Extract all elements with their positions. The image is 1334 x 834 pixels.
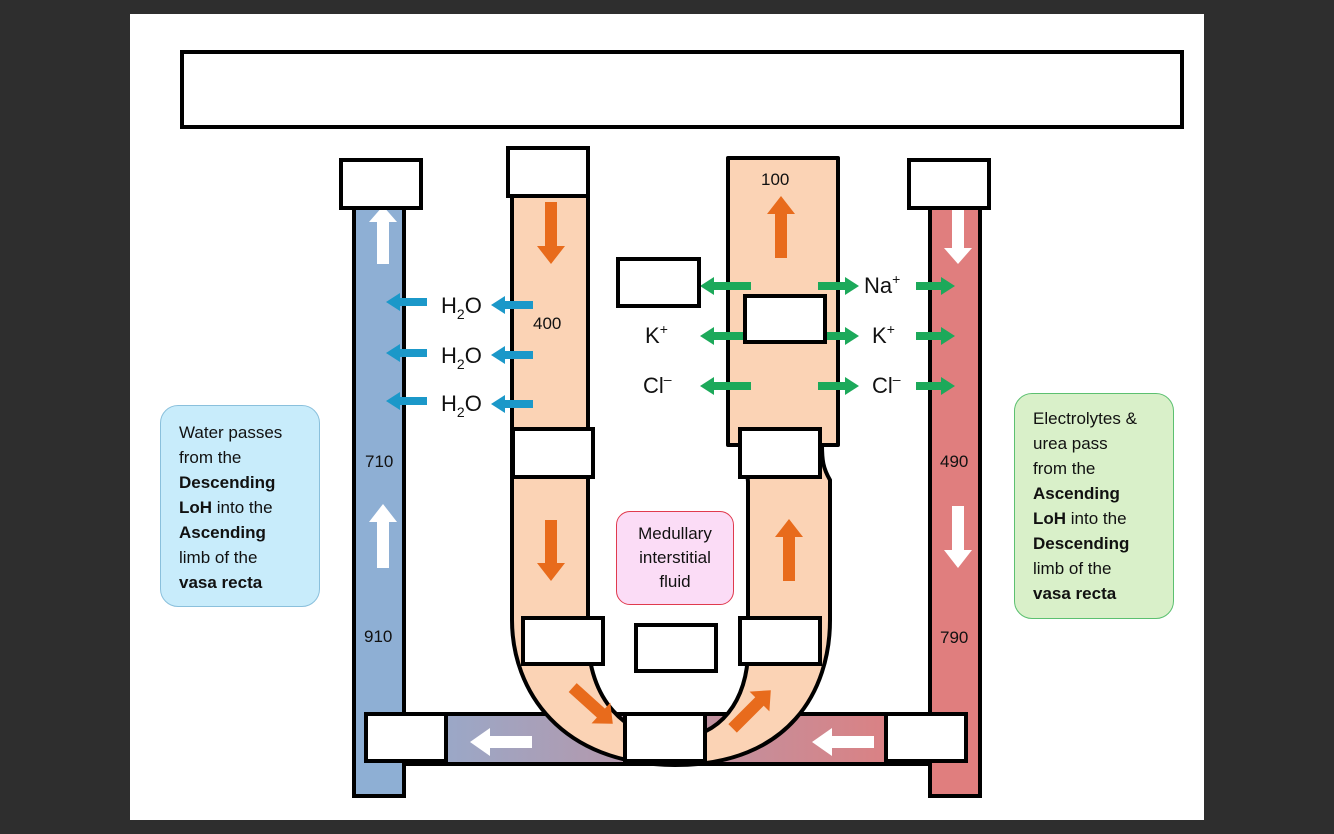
ion-arrow-cl-right xyxy=(818,377,859,395)
blank-box-interstitial-na[interactable] xyxy=(616,257,701,308)
osmolarity-values: 400 100 710 910 490 790 xyxy=(364,170,968,647)
na-label-right: Na+ xyxy=(864,271,900,298)
blank-box-descending-vasa-top[interactable] xyxy=(907,158,991,210)
ion-arrow-na-vasa xyxy=(916,277,955,295)
water-arrow-vasa-2 xyxy=(386,344,427,362)
blank-box-descending-loh-low[interactable] xyxy=(521,616,605,666)
medullary-interstitial-fluid-label: Medullary interstitial fluid xyxy=(616,511,734,605)
cl-label-left: Cl– xyxy=(643,371,672,398)
water-arrow-loh-1 xyxy=(491,296,533,314)
water-arrow-loh-3 xyxy=(491,395,533,413)
cl-label-right: Cl– xyxy=(872,371,901,398)
value-descending-loh-top: 400 xyxy=(533,314,561,333)
value-descending-vasa-lower: 790 xyxy=(940,628,968,647)
blank-box-vasa-bottom-left[interactable] xyxy=(364,712,448,763)
h2o-label-2: H2O xyxy=(441,343,482,372)
loh-descending-flow-arrow-2 xyxy=(537,520,565,581)
blank-box-interstitial-low[interactable] xyxy=(634,623,718,673)
blank-box-ascending-loh-low[interactable] xyxy=(738,616,822,666)
value-ascending-vasa-upper: 710 xyxy=(365,452,393,471)
blank-box-ascending-vasa-top[interactable] xyxy=(339,158,423,210)
h2o-label-1: H2O xyxy=(441,293,482,322)
h2o-label-3: H2O xyxy=(441,391,482,420)
blank-box-vasa-bottom-right[interactable] xyxy=(884,712,968,763)
k-label-right: K+ xyxy=(872,321,895,348)
ion-arrow-k-left xyxy=(700,327,745,345)
loh-flow-arrows xyxy=(537,196,803,733)
ion-arrow-k-vasa xyxy=(916,327,955,345)
ascending-vasa-flow-arrow-2 xyxy=(369,504,397,568)
water-arrow-vasa-1 xyxy=(386,293,427,311)
ion-arrow-cl-vasa xyxy=(916,377,955,395)
blank-box-descending-loh-top[interactable] xyxy=(506,146,590,198)
blank-box-ascending-loh-mid[interactable] xyxy=(738,427,822,479)
k-label-left: K+ xyxy=(645,321,668,348)
vasa-flow-arrows xyxy=(369,206,972,756)
title-blank-box[interactable] xyxy=(180,50,1184,129)
value-ascending-vasa-lower: 910 xyxy=(364,627,392,646)
loh-ascending-flow-arrow-2 xyxy=(775,519,803,581)
water-arrow-vasa-3 xyxy=(386,392,427,410)
loh-descending-flow-arrow-1 xyxy=(537,202,565,264)
water-arrow-loh-2 xyxy=(491,346,533,364)
ascending-vasa-flow-arrow-1 xyxy=(369,206,397,264)
ion-arrow-na-right xyxy=(818,277,859,295)
water-arrows xyxy=(386,293,533,413)
loh-bend-flow-arrow-left xyxy=(568,683,613,724)
ion-arrow-k-right xyxy=(826,327,859,345)
blank-answer-boxes xyxy=(339,146,991,763)
ion-arrows xyxy=(700,277,955,395)
ion-labels: K+ Cl– Na+ K+ Cl– xyxy=(643,271,901,398)
water-movement-note: Water passes from the Descending LoH int… xyxy=(160,405,320,607)
ion-arrow-na-left xyxy=(700,277,751,295)
water-labels: H2O H2O H2O xyxy=(441,293,482,420)
bottom-connector-flow-arrow-right xyxy=(812,728,874,756)
ion-arrow-cl-left xyxy=(700,377,751,395)
ascending-vasa-recta xyxy=(352,198,406,798)
value-ascending-loh-top: 100 xyxy=(761,170,789,189)
value-descending-vasa-upper: 490 xyxy=(940,452,968,471)
electrolyte-movement-note: Electrolytes & urea pass from the Ascend… xyxy=(1014,393,1174,619)
loh-bend-flow-arrow-right xyxy=(728,690,771,733)
bottom-connector-flow-arrow-left xyxy=(470,728,532,756)
loh-ascending-flow-arrow-1 xyxy=(767,196,795,258)
descending-vasa-flow-arrow-1 xyxy=(944,210,972,264)
descending-vasa-flow-arrow-2 xyxy=(944,506,972,568)
blank-box-ascending-loh-k[interactable] xyxy=(743,294,827,344)
blank-box-loh-bottom[interactable] xyxy=(623,712,707,763)
blank-box-descending-loh-mid[interactable] xyxy=(511,427,595,479)
